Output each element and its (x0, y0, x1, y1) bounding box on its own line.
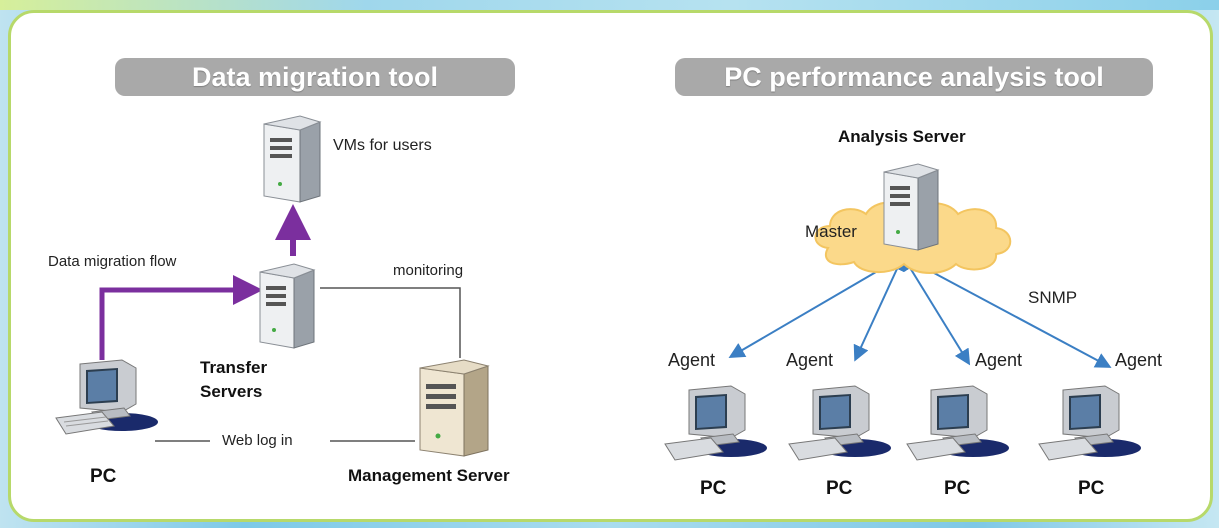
web-login-label: Web log in (222, 432, 293, 449)
management-server-label: Management Server (348, 466, 510, 485)
snmp-label: SNMP (1028, 288, 1078, 307)
agent-label-2: Agent (786, 350, 834, 370)
vms-for-users-label: VMs for users (333, 137, 432, 154)
agent-pc-label-3: PC (944, 478, 971, 499)
pc-label: PC (90, 466, 117, 487)
agent-pc-icon-2 (788, 385, 891, 461)
analysis-server-icon (883, 163, 940, 251)
snmp-arrow-2 (853, 254, 905, 362)
top-strip (0, 0, 1219, 10)
transfer-label-line2: Servers (200, 382, 263, 401)
agent-pc-icon-1 (664, 385, 767, 461)
monitoring-line (320, 287, 461, 358)
data-migration-flow-label: Data migration flow (48, 253, 177, 270)
agent-pc-label-2: PC (826, 478, 853, 499)
agent-label-1: Agent (668, 350, 716, 370)
agent-pc-icon-3 (906, 385, 1009, 461)
agent-pc-label-4: PC (1078, 478, 1105, 499)
pc-icon (55, 359, 158, 435)
master-label: Master (805, 222, 857, 241)
snmp-arrow-4 (902, 256, 1112, 368)
agent-label-3: Agent (975, 350, 1023, 370)
agent-pc-label-1: PC (700, 478, 727, 499)
vm-server-icon (263, 115, 322, 203)
monitoring-label: monitoring (393, 262, 464, 279)
management-server-icon (419, 359, 490, 457)
data-migration-arrow (99, 275, 263, 360)
agent-label-4: Agent (1115, 350, 1163, 370)
pc-analysis-title: PC performance analysis tool (675, 58, 1153, 96)
agent-pc-icon-4 (1038, 385, 1141, 461)
transfer-label-line1: Transfer (200, 358, 268, 377)
data-migration-title: Data migration tool (115, 58, 515, 96)
transfer-server-icon (259, 263, 316, 349)
analysis-server-label: Analysis Server (838, 127, 966, 146)
